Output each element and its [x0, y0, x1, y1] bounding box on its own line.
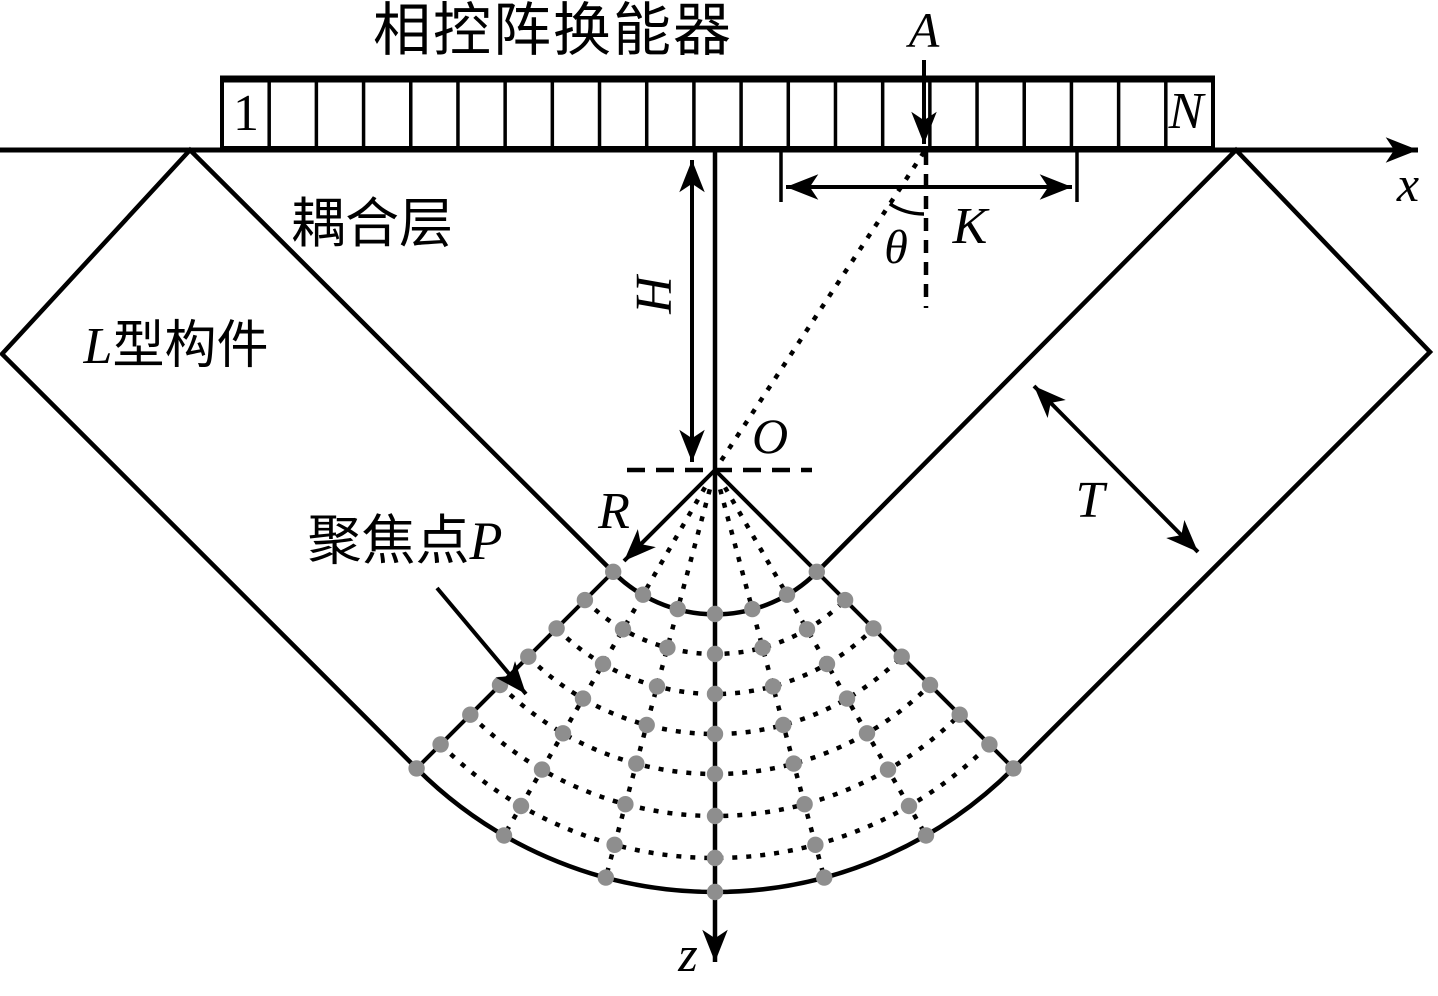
component-label: L型构件: [84, 321, 269, 373]
focal-point-label-prefix: 聚焦点: [307, 511, 470, 571]
focal-point-dot: [512, 797, 530, 815]
focal-point-dot: [706, 645, 724, 663]
focal-point-dot: [778, 586, 796, 603]
focal-point-dot: [917, 827, 935, 844]
theta-angle-arc: [888, 202, 925, 216]
focal-point-dot: [597, 869, 614, 886]
focal-point-dot: [796, 796, 813, 813]
focal-point-dot: [807, 836, 824, 853]
fan-dotted-arc: [526, 655, 904, 737]
focal-point-dot: [648, 678, 666, 695]
transducer-array: [220, 75, 1215, 150]
origin-o-label: O: [751, 408, 789, 464]
focal-point-label: 聚焦点P: [308, 514, 503, 568]
focal-point-dot: [785, 755, 802, 772]
focal-point-dot: [764, 678, 782, 695]
focal-point-dots: [408, 563, 1022, 901]
focal-point-callout-arrow: [435, 586, 528, 696]
element-1-label: 1: [233, 85, 259, 142]
focal-point-dot: [533, 761, 551, 778]
radius-r-arrow: [622, 468, 717, 563]
focal-point-dot: [836, 591, 854, 609]
focal-point-dot: [669, 600, 686, 618]
thickness-t-label: T: [1075, 472, 1105, 529]
focal-point-dot: [879, 761, 897, 778]
x-axis-label: x: [1396, 156, 1420, 212]
transducer-frame: [220, 76, 1215, 150]
focal-point-dot: [951, 706, 968, 723]
wedge-height-label: H: [626, 276, 683, 314]
focal-point-dot: [495, 827, 513, 844]
focal-point-dot: [798, 621, 816, 638]
focal-point-dot: [706, 725, 724, 743]
component-outline: [0, 146, 1434, 895]
component-label-prefix: L: [83, 318, 113, 375]
focal-point-dot: [981, 736, 998, 753]
focal-point-dot: [628, 755, 645, 772]
figure-title: 相控阵换能器: [372, 0, 734, 63]
focal-point-dot: [432, 736, 449, 753]
inner-radius-label: R: [598, 483, 630, 540]
focal-point-dot: [818, 655, 836, 673]
focal-point-dot: [816, 869, 833, 886]
focal-point-dot: [706, 883, 724, 901]
sector-boundary-right: [713, 468, 1015, 770]
aperture-k-label: K: [952, 198, 988, 255]
focal-point-dot: [706, 807, 724, 825]
z-axis-label: z: [678, 926, 698, 982]
focal-point-dot: [858, 725, 876, 742]
coupling-layer-label: 耦合层: [291, 194, 453, 254]
focal-point-dot: [706, 765, 724, 783]
focal-point-dot: [574, 690, 592, 707]
fan-dotted-arc: [439, 742, 991, 861]
focal-point-dot: [659, 639, 676, 656]
focal-point-dot: [706, 849, 724, 867]
fan-dotted-arc: [468, 713, 962, 819]
component-label-suffix: 型构件: [112, 318, 269, 375]
focal-point-dot: [893, 648, 910, 665]
focal-point-dot: [548, 620, 565, 637]
focal-point-dot: [606, 836, 623, 853]
focal-point-dot: [491, 676, 509, 694]
element-a-label: A: [908, 2, 940, 58]
focal-point-dot: [554, 725, 572, 742]
focal-point-dot: [838, 690, 856, 707]
focal-point-label-suffix: P: [469, 511, 503, 571]
element-n-label: N: [1168, 83, 1204, 140]
focal-point-dot: [921, 676, 939, 694]
focal-point-dot: [865, 620, 882, 637]
focal-point-dot: [462, 706, 479, 723]
focal-point-dot: [900, 797, 918, 815]
focal-point-dot: [614, 621, 632, 638]
focal-point-dot: [576, 591, 594, 609]
steering-ray-dotted-line: [713, 150, 926, 472]
focal-point-dot: [754, 639, 771, 656]
focal-point-dot: [617, 796, 634, 813]
focal-point-dot: [520, 648, 537, 665]
focal-point-dot: [594, 655, 612, 673]
focal-point-dot: [634, 586, 652, 603]
focal-point-dot: [706, 605, 724, 623]
focal-point-dot: [808, 563, 825, 580]
focal-point-dot: [605, 563, 622, 580]
focal-point-dot: [775, 716, 792, 734]
steering-angle-label: θ: [884, 221, 908, 274]
focal-point-dot: [408, 760, 425, 777]
focal-point-dot: [638, 716, 655, 734]
focal-point-dot: [744, 600, 761, 618]
focal-point-dot: [706, 685, 724, 703]
focal-point-dot: [1005, 760, 1022, 777]
thickness-t-arrow: [1032, 384, 1200, 554]
